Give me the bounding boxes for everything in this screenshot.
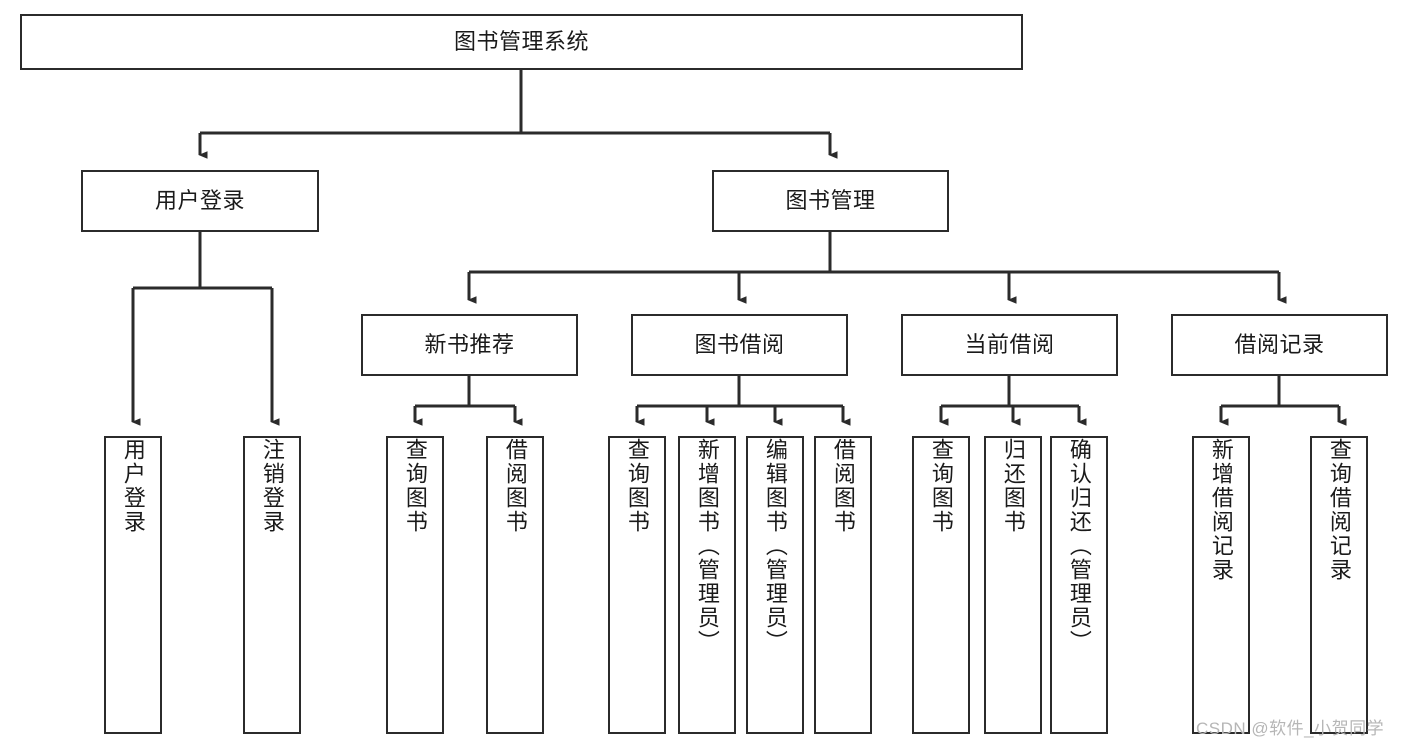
connector-group-user-login [131,232,280,426]
node-user-login[interactable]: 用户登录 [81,170,319,232]
node-new-book-recommend[interactable]: 新书推荐 [361,314,578,376]
csdn-watermark: CSDN @软件_小贺同学 [1196,719,1385,738]
node-book-borrow[interactable]: 图书借阅 [631,314,848,376]
connector-group-borrow-record [1219,376,1347,426]
node-leaf-borrow-book-2-label: 借阅图书 [830,438,856,534]
node-leaf-confirm-return[interactable]: 确认归还（管理员） [1050,436,1108,734]
node-leaf-logout-login-label: 注销登录 [259,438,285,534]
connector-group-book-borrow [635,376,851,426]
node-leaf-query-book-1[interactable]: 查询图书 [386,436,444,734]
node-borrow-record-label: 借阅记录 [1234,332,1325,358]
connector-group-current-borrow [939,376,1087,426]
connector-group-book-management [467,232,1287,304]
node-new-book-recommend-label: 新书推荐 [424,332,515,358]
node-current-borrow-label: 当前借阅 [964,332,1055,358]
node-leaf-add-record-label: 新增借阅记录 [1208,438,1234,582]
node-leaf-query-record-label: 查询借阅记录 [1326,438,1352,582]
node-leaf-query-book-2[interactable]: 查询图书 [608,436,666,734]
node-leaf-query-book-2-label: 查询图书 [624,438,650,534]
node-leaf-edit-book[interactable]: 编辑图书（管理员） [746,436,804,734]
node-book-management[interactable]: 图书管理 [712,170,949,232]
node-leaf-add-book[interactable]: 新增图书（管理员） [678,436,736,734]
node-current-borrow[interactable]: 当前借阅 [901,314,1118,376]
node-root-label: 图书管理系统 [453,29,589,55]
node-leaf-confirm-return-label: 确认归还（管理员） [1066,438,1092,654]
node-leaf-borrow-book-1[interactable]: 借阅图书 [486,436,544,734]
node-leaf-user-login-label: 用户登录 [120,438,146,534]
node-leaf-query-book-3[interactable]: 查询图书 [912,436,970,734]
node-borrow-record[interactable]: 借阅记录 [1171,314,1388,376]
node-leaf-query-record[interactable]: 查询借阅记录 [1310,436,1368,734]
node-leaf-return-book-label: 归还图书 [1000,438,1026,534]
connector-group-new-book-recommend [413,376,523,426]
node-leaf-borrow-book-2[interactable]: 借阅图书 [814,436,872,734]
node-user-login-label: 用户登录 [154,188,245,214]
node-leaf-edit-book-label: 编辑图书（管理员） [762,438,788,654]
node-leaf-logout-login[interactable]: 注销登录 [243,436,301,734]
node-root[interactable]: 图书管理系统 [20,14,1023,70]
node-leaf-return-book[interactable]: 归还图书 [984,436,1042,734]
node-leaf-user-login[interactable]: 用户登录 [104,436,162,734]
node-book-management-label: 图书管理 [785,188,876,214]
node-leaf-query-book-1-label: 查询图书 [402,438,428,534]
connector-group-root [198,70,838,159]
node-leaf-add-record[interactable]: 新增借阅记录 [1192,436,1250,734]
node-leaf-query-book-3-label: 查询图书 [928,438,954,534]
node-leaf-borrow-book-1-label: 借阅图书 [502,438,528,534]
node-leaf-add-book-label: 新增图书（管理员） [694,438,720,654]
node-book-borrow-label: 图书借阅 [694,332,785,358]
